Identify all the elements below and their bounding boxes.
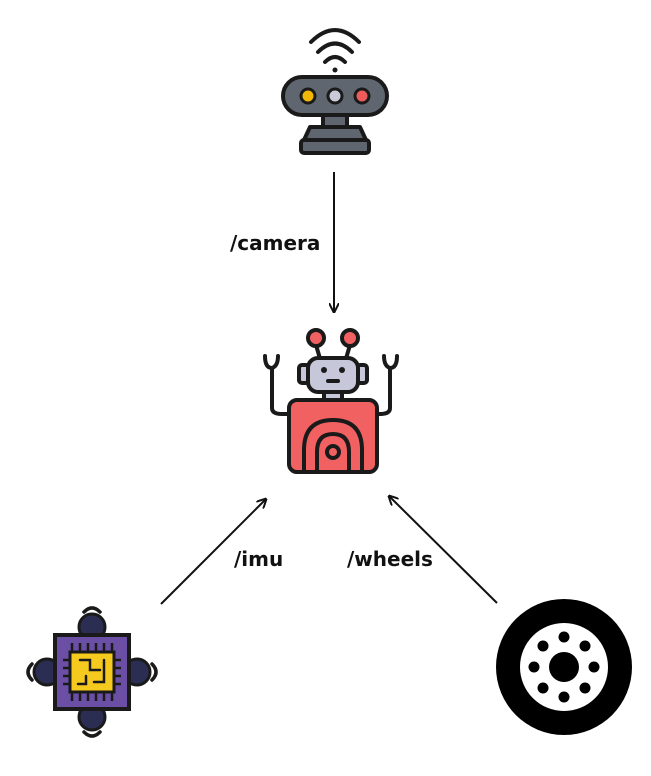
arrow-wheels-to-robot bbox=[389, 496, 498, 604]
wifi-signal-icon bbox=[309, 28, 361, 73]
arrow-imu-to-robot bbox=[160, 499, 266, 605]
robot-icon bbox=[263, 328, 399, 474]
imu-chip-icon bbox=[26, 606, 158, 738]
edge-label-camera: /camera bbox=[230, 231, 320, 255]
depth-camera-icon bbox=[281, 28, 389, 155]
edge-camera-to-robot: /camera bbox=[230, 172, 334, 312]
edge-label-wheels: /wheels bbox=[347, 547, 433, 571]
edge-label-imu: /imu bbox=[234, 547, 283, 571]
edge-imu-to-robot: /imu bbox=[160, 499, 283, 605]
edge-wheels-to-robot: /wheels bbox=[347, 496, 498, 604]
wheel-icon bbox=[496, 599, 632, 735]
